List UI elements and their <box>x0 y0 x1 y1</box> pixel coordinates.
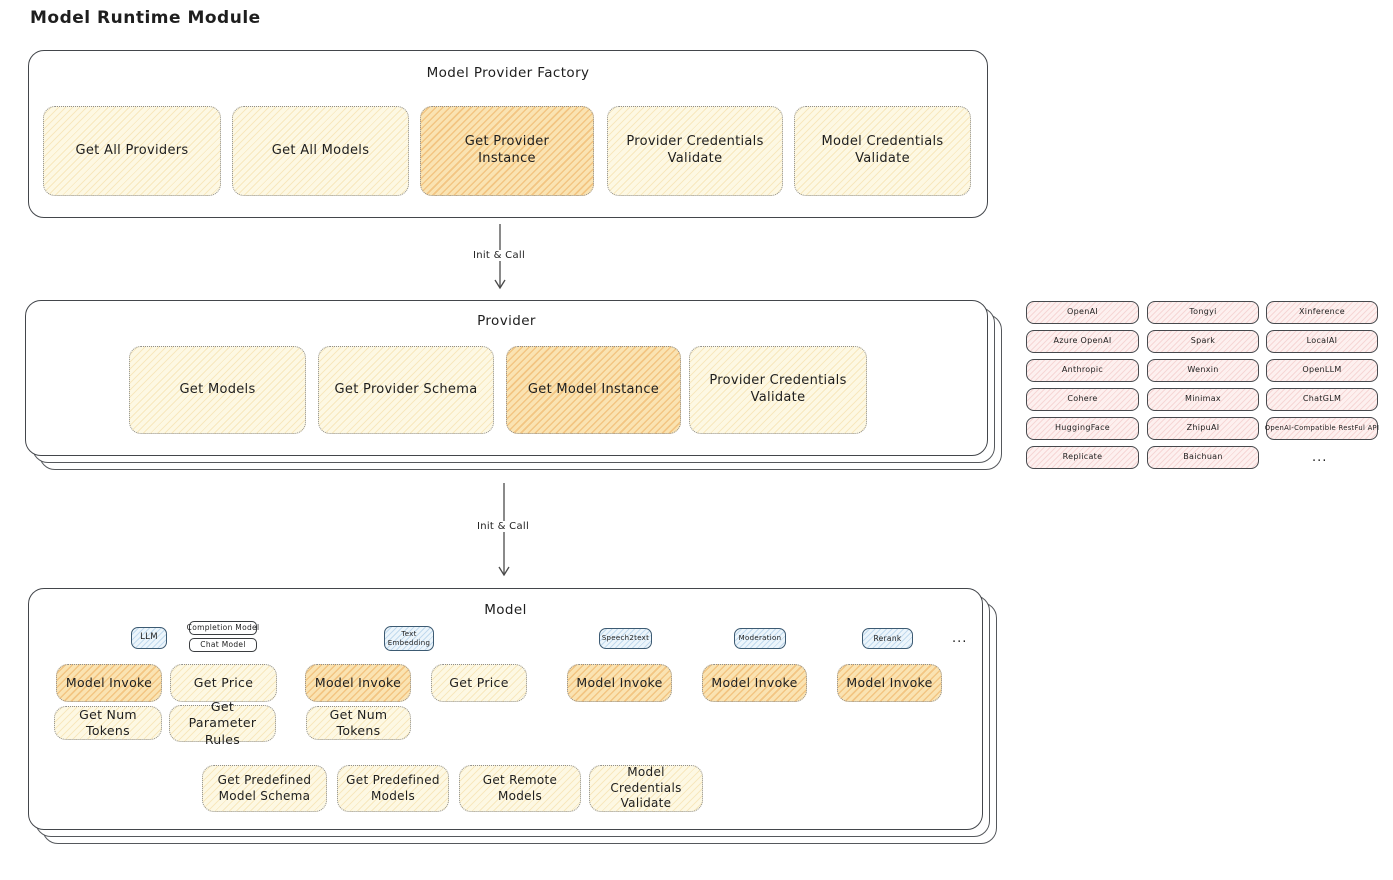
model-node-embedding-model-invoke: Model Invoke <box>305 664 411 702</box>
model-node-get-predefined-models: Get Predefined Models <box>337 765 449 812</box>
provider-chip-azure-openai: Azure OpenAI <box>1026 330 1139 353</box>
provider-chip-baichuan: Baichuan <box>1147 446 1259 469</box>
model-type-tag-completion-model: Completion Model <box>187 621 259 635</box>
provider-chip-minimax: Minimax <box>1147 388 1259 411</box>
factory-node-model-credentials-validate: Model Credentials Validate <box>794 106 971 196</box>
factory-node-get-provider-instance: Get Provider Instance <box>420 106 594 196</box>
model-node-get-remote-models: Get Remote Models <box>459 765 581 812</box>
provider-chip-openai-compatible-restful-api: OpenAI-Compatible RestFul API <box>1265 417 1379 440</box>
model-node-speech2text-model-invoke: Model Invoke <box>567 664 672 702</box>
provider-node-get-model-instance: Get Model Instance <box>506 346 681 434</box>
model-node-get-predefined-model-schema: Get Predefined Model Schema <box>202 765 327 812</box>
factory-frame: Model Provider Factory Get All Providers… <box>28 50 988 218</box>
factory-node-provider-credentials-validate: Provider Credentials Validate <box>607 106 783 196</box>
model-node-model-credentials-validate: Model Credentials Validate <box>589 765 703 812</box>
diagram-title: Model Runtime Module <box>30 8 261 28</box>
provider-chip-anthropic: Anthropic <box>1026 359 1139 382</box>
provider-chip-replicate: Replicate <box>1026 446 1139 469</box>
provider-chip-cohere: Cohere <box>1026 388 1139 411</box>
model-node-embedding-get-price: Get Price <box>431 664 527 702</box>
model-type-tag-chat-model: Chat Model <box>189 638 257 652</box>
provider-chip-xinference: Xinference <box>1266 301 1378 324</box>
provider-chip-openai: OpenAI <box>1026 301 1139 324</box>
model-types-more-ellipsis: ... <box>952 631 968 646</box>
provider-chip-spark: Spark <box>1147 330 1259 353</box>
provider-chip-chatglm: ChatGLM <box>1266 388 1378 411</box>
model-node-llm-get-num-tokens: Get Num Tokens <box>54 706 162 740</box>
model-node-moderation-model-invoke: Model Invoke <box>702 664 807 702</box>
arrow2-label: Init & Call <box>471 521 535 532</box>
model-node-embedding-get-num-tokens: Get Num Tokens <box>306 706 411 740</box>
providers-more-ellipsis: ... <box>1312 450 1328 465</box>
factory-node-get-all-providers: Get All Providers <box>43 106 221 196</box>
provider-chip-zhipuai: ZhipuAI <box>1147 417 1259 440</box>
provider-node-get-models: Get Models <box>129 346 306 434</box>
provider-chip-openllm: OpenLLM <box>1266 359 1378 382</box>
model-type-tag-text-embedding: Text Embedding <box>384 626 434 651</box>
model-type-tag-speech2text: Speech2text <box>599 628 652 649</box>
model-title: Model <box>484 602 527 618</box>
model-frame: Model LLM Completion Model Chat Model Te… <box>28 588 983 830</box>
provider-chip-localai: LocalAI <box>1266 330 1378 353</box>
model-type-tag-llm: LLM <box>131 627 167 649</box>
model-node-rerank-model-invoke: Model Invoke <box>837 664 942 702</box>
factory-title: Model Provider Factory <box>426 65 590 81</box>
arrow1-label: Init & Call <box>467 250 531 261</box>
provider-chip-tongyi: Tongyi <box>1147 301 1259 324</box>
model-node-llm-get-price: Get Price <box>170 664 277 702</box>
provider-chip-huggingface: HuggingFace <box>1026 417 1139 440</box>
model-node-llm-get-parameter-rules: Get Parameter Rules <box>169 699 276 747</box>
provider-chip-wenxin: Wenxin <box>1147 359 1259 382</box>
provider-node-provider-credentials-validate: Provider Credentials Validate <box>689 346 867 434</box>
model-type-tag-rerank: Rerank <box>862 628 913 649</box>
factory-node-get-all-models: Get All Models <box>232 106 409 196</box>
arrow-down-icon <box>498 483 510 577</box>
provider-title: Provider <box>477 313 536 329</box>
provider-frame: Provider Get Models Get Provider Schema … <box>25 300 988 456</box>
model-type-tag-moderation: Moderation <box>734 628 786 649</box>
model-node-llm-model-invoke: Model Invoke <box>56 664 162 702</box>
provider-node-get-provider-schema: Get Provider Schema <box>318 346 494 434</box>
